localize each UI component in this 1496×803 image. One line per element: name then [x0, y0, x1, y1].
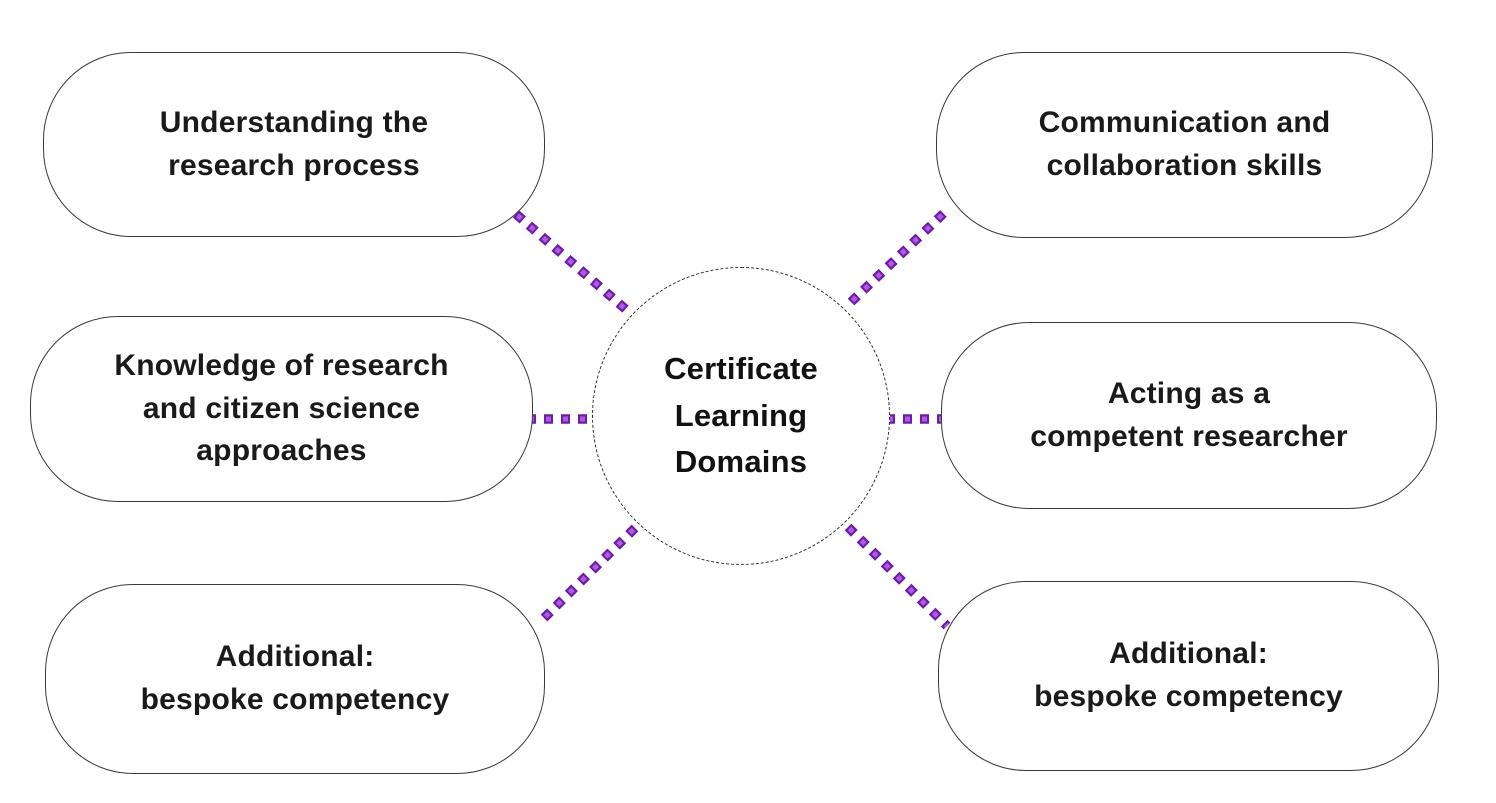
node-label: Understanding the research process — [159, 105, 429, 182]
node-label: Additional: bespoke competency — [1034, 637, 1343, 713]
node-acting-competent-researcher: Acting as a competent researcher — [941, 322, 1437, 509]
node-additional-bespoke-competency-left: Additional: bespoke competency — [45, 584, 545, 774]
node-label: Acting as a competent researcher — [1030, 376, 1348, 453]
connector-bottom-right — [844, 523, 951, 630]
connector-bottom-left — [535, 524, 639, 627]
center-label: Certificate Learning Domains — [664, 351, 818, 480]
node-understanding-research-process: Understanding the research process — [43, 52, 545, 237]
node-knowledge-research-citizen-science: Knowledge of research and citizen scienc… — [30, 316, 533, 502]
node-additional-bespoke-competency-right: Additional: bespoke competency — [938, 581, 1439, 771]
node-certificate-learning-domains: Certificate Learning Domains — [592, 267, 890, 565]
node-label: Knowledge of research and citizen scienc… — [114, 349, 449, 468]
node-label: Additional: bespoke competency — [140, 640, 450, 716]
node-label: Communication and collaboration skills — [1038, 106, 1331, 182]
connector-top-left — [512, 210, 634, 317]
connector-top-right — [847, 209, 948, 306]
node-communication-collaboration-skills: Communication and collaboration skills — [936, 52, 1433, 238]
